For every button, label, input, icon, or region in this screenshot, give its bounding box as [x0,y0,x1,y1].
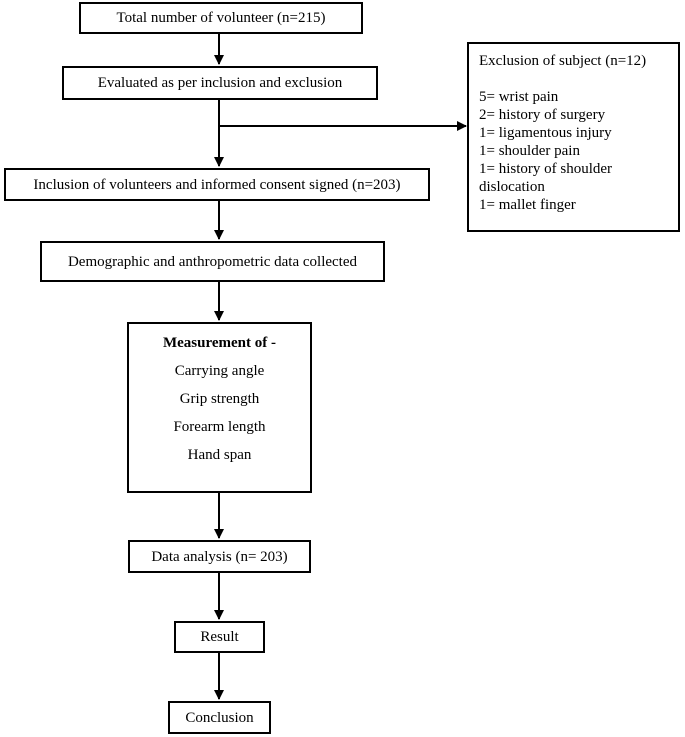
exclusion-item: dislocation [479,179,545,195]
exclusion-item: 2= history of surgery [479,107,606,123]
analysis-text: Data analysis (n= 203) [151,548,288,565]
total-volunteers-box: Total number of volunteer (n=215) [79,2,363,34]
exclusion-item: 1= history of shoulder [479,161,613,177]
analysis-box: Data analysis (n= 203) [128,540,311,573]
exclusion-item: 5= wrist pain [479,89,559,105]
measurement-item-carrying-angle: Carrying angle [174,363,265,379]
measurement-box: Measurement of - Carrying angle Grip str… [127,322,312,493]
result-box: Result [174,621,265,653]
measurement-item-hand-span: Hand span [187,447,252,463]
exclusion-title: Exclusion of subject (n=12) [479,53,647,69]
evaluation-box: Evaluated as per inclusion and exclusion [62,66,378,100]
exclusion-item: 1= shoulder pain [479,143,580,159]
demographic-box: Demographic and anthropometric data coll… [40,241,385,282]
total-volunteers-text: Total number of volunteer (n=215) [116,10,326,26]
exclusion-item: 1= mallet finger [479,197,576,213]
inclusion-text: Inclusion of volunteers and informed con… [33,176,401,193]
inclusion-box: Inclusion of volunteers and informed con… [4,168,430,201]
conclusion-text: Conclusion [185,709,254,726]
conclusion-box: Conclusion [168,701,271,734]
measurement-item-grip-strength: Grip strength [179,391,260,407]
evaluation-text: Evaluated as per inclusion and exclusion [97,75,343,91]
result-text: Result [200,629,239,645]
demographic-text: Demographic and anthropometric data coll… [67,253,358,270]
exclusion-box: Exclusion of subject (n=12) 5= wrist pai… [467,42,680,232]
exclusion-item: 1= ligamentous injury [479,125,612,141]
measurement-item-forearm-length: Forearm length [173,419,266,435]
measurement-title: Measurement of - [162,335,277,351]
